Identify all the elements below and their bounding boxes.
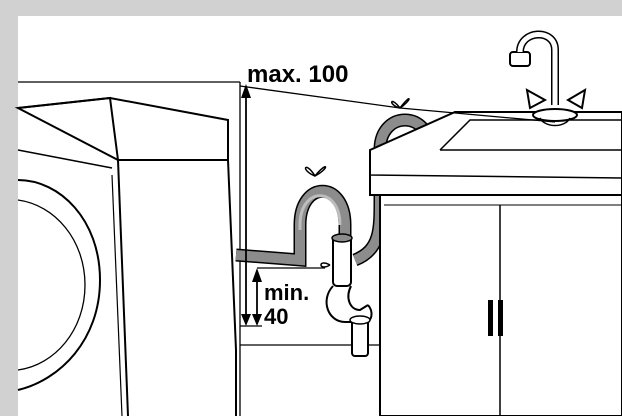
drain-hose — [235, 184, 352, 268]
faucet-spout-tip — [509, 51, 531, 67]
dimension-max — [239, 84, 556, 326]
min-height-label-line2: 40 — [264, 304, 288, 329]
cabinet-handle-right — [498, 300, 503, 336]
min-height-label-line1: min. — [264, 280, 309, 305]
sink-basin — [369, 111, 622, 196]
machine-door — [17, 179, 102, 391]
washing-machine — [14, 96, 237, 416]
hose-tie-1 — [304, 166, 327, 177]
dimension-min — [240, 267, 325, 327]
faucet-handle-left — [525, 88, 548, 110]
faucet — [509, 30, 587, 127]
hose-tie-3 — [320, 262, 331, 268]
max-height-label: max. 100 — [247, 61, 348, 88]
sink-cabinet — [379, 194, 622, 416]
cabinet-handle-left — [488, 300, 493, 336]
siphon-trap — [325, 233, 373, 357]
faucet-handle-right — [566, 88, 587, 110]
